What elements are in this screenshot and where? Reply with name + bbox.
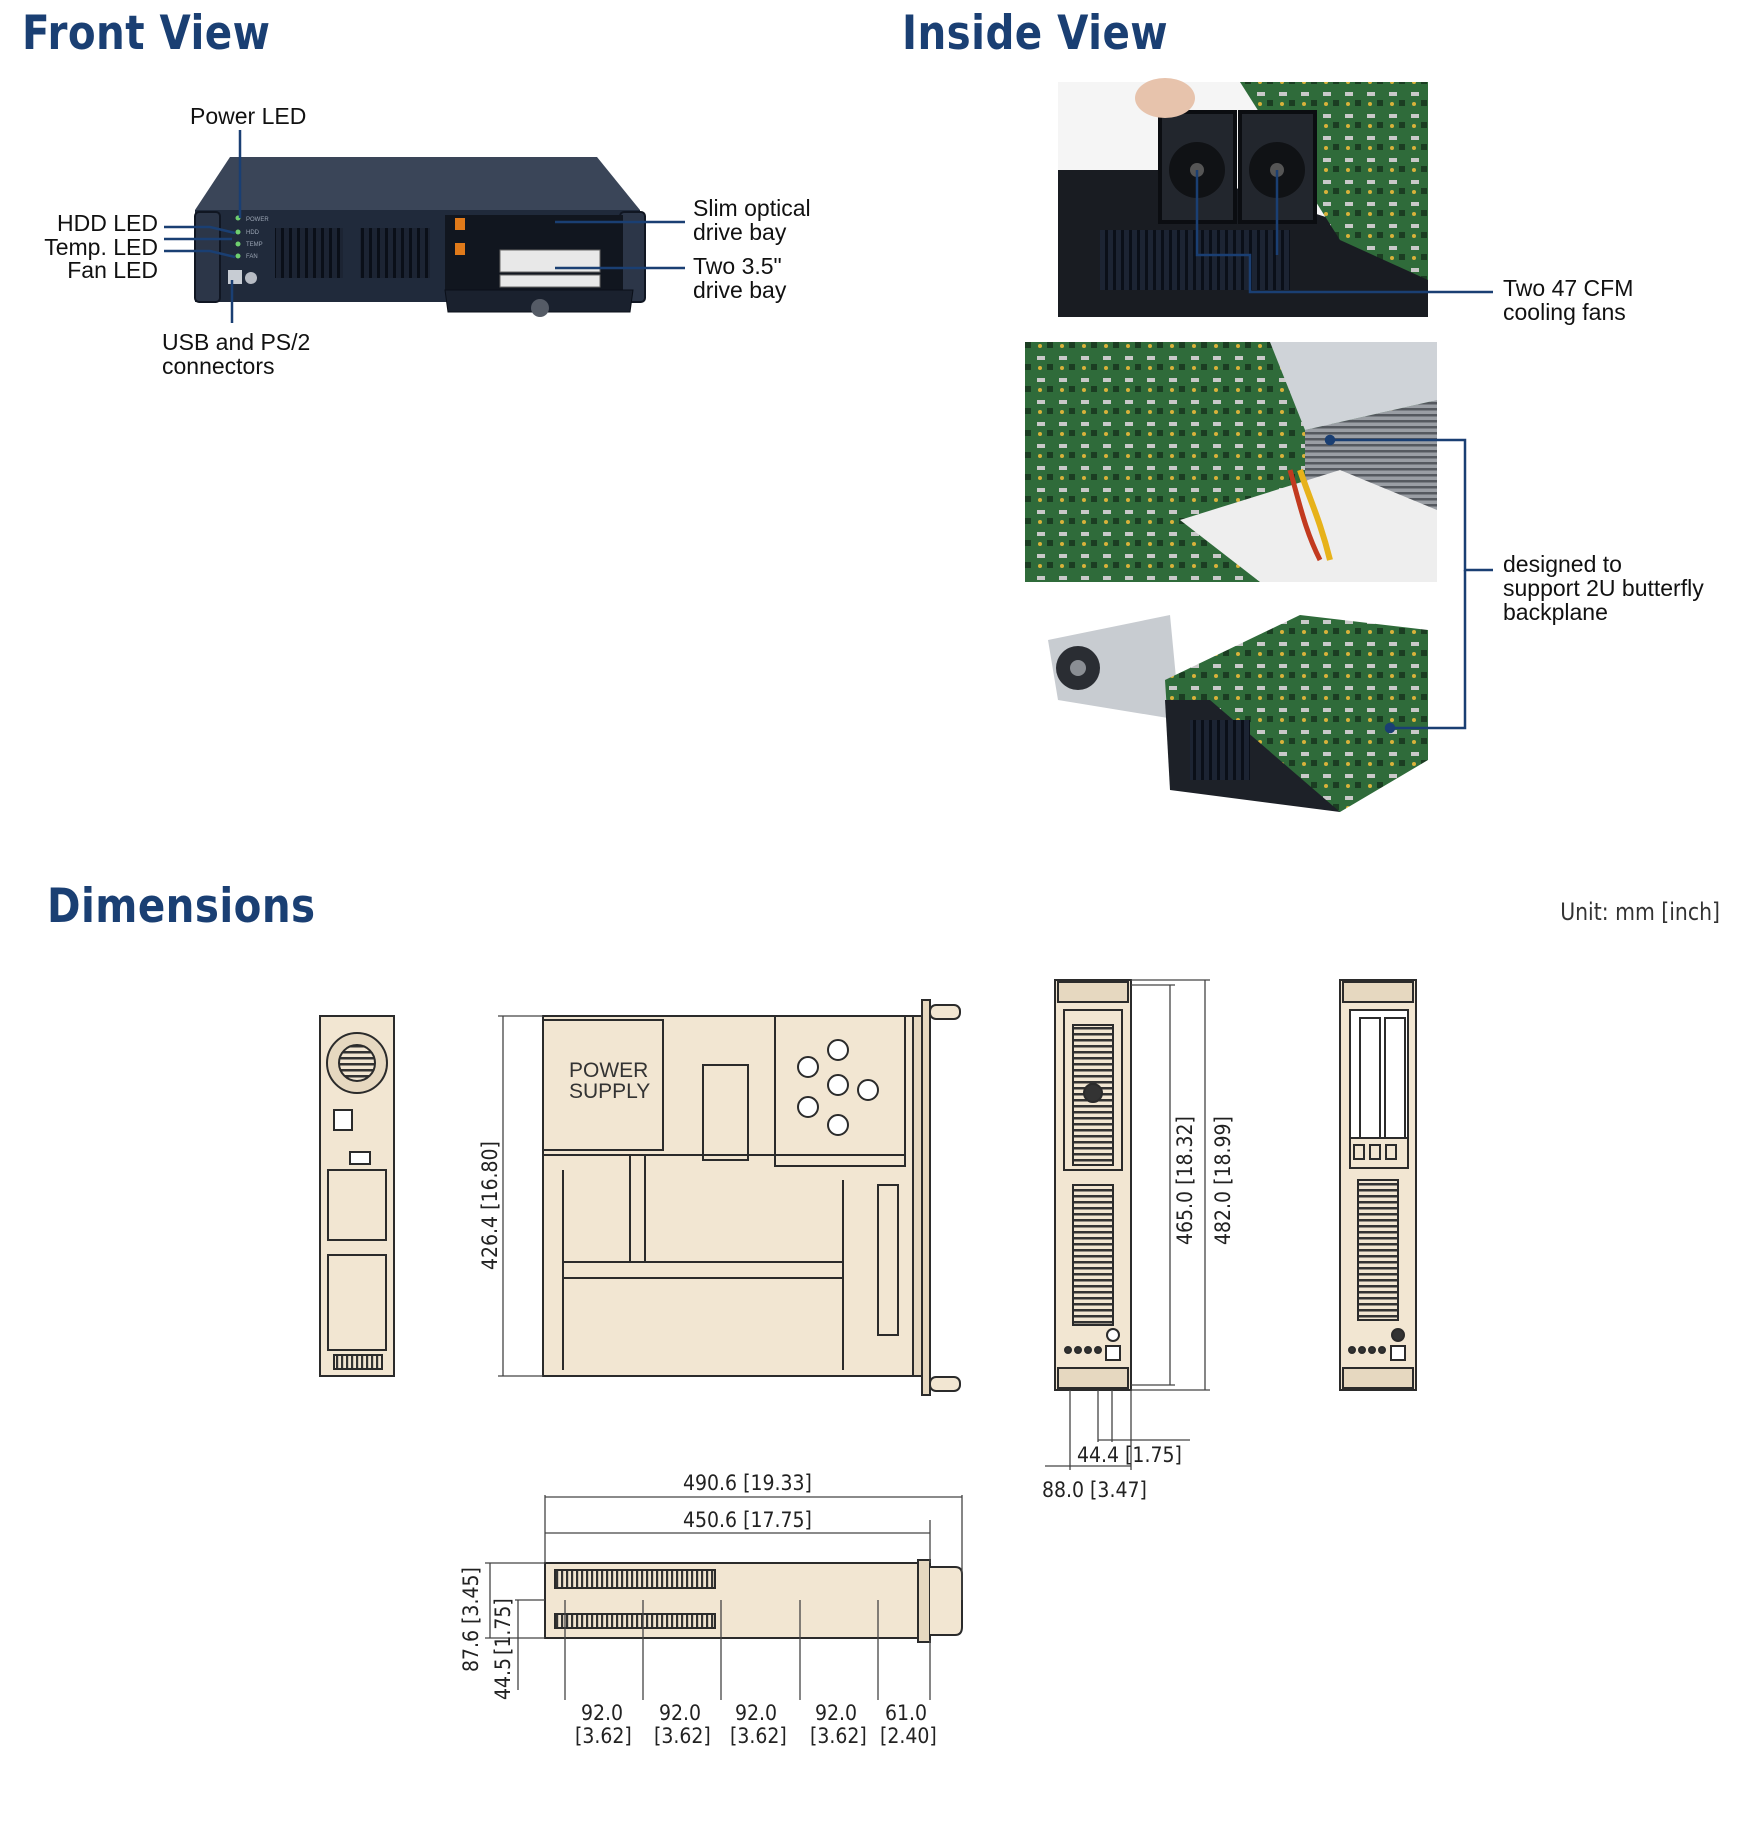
drawing-rear-view	[319, 1015, 395, 1377]
drawing-front-view	[1054, 979, 1132, 1391]
inside-view-heading: Inside View	[902, 6, 1169, 61]
drawing-front-view-door-open	[1339, 979, 1417, 1391]
callout-backplane-line3: backplane	[1503, 599, 1608, 625]
callout-two-35-line2: drive bay	[693, 277, 787, 303]
dim-height-87-6: 87.6 [3.45]	[459, 1567, 483, 1672]
dim-length-490: 490.6 [19.33]	[683, 1471, 812, 1495]
callout-power-led: Power LED	[190, 103, 307, 129]
power-supply-label-1: POWER	[569, 1059, 648, 1082]
dim-spacing-in-4: [3.62]	[810, 1724, 867, 1748]
callout-usb-ps2-line1: USB and PS/2	[162, 329, 311, 355]
dim-spacing-in-5: [2.40]	[880, 1724, 937, 1748]
callout-two-35-line1: Two 3.5"	[693, 253, 782, 279]
dim-spacing-3: 92.0	[735, 1701, 777, 1725]
panel-label-power: POWER	[246, 217, 269, 223]
dimension-lines	[485, 979, 1210, 1700]
callout-usb-ps2-line2: connectors	[162, 353, 275, 379]
dim-width-88-0: 88.0 [3.47]	[1042, 1478, 1147, 1502]
inside-photo-backplane	[1025, 342, 1437, 582]
callout-cooling-fans-line1: Two 47 CFM	[1503, 275, 1634, 301]
power-supply-label-2: SUPPLY	[569, 1080, 650, 1103]
dim-height-482: 482.0 [18.99]	[1211, 1116, 1235, 1245]
callout-slim-optical: Slim optical drive bay	[693, 196, 811, 244]
callout-fan-led: Fan LED	[67, 257, 158, 283]
callout-slim-optical-line1: Slim optical	[693, 195, 811, 221]
dim-height-465: 465.0 [18.32]	[1173, 1116, 1197, 1245]
panel-label-temp: TEMP	[246, 242, 263, 248]
callout-hdd-led: HDD LED	[57, 210, 158, 236]
callout-backplane-line2: support 2U butterfly	[1503, 575, 1704, 601]
dim-spacing-in-2: [3.62]	[654, 1724, 711, 1748]
front-panel-led-labels: POWER HDD TEMP FAN	[246, 217, 269, 260]
inside-leader-lines	[1195, 170, 1493, 734]
panel-label-hdd: HDD	[246, 230, 260, 236]
panel-label-fan: FAN	[246, 254, 258, 260]
front-leader-lines	[164, 130, 685, 323]
dim-height-1-75: [1.75]	[491, 1598, 515, 1655]
callout-backplane-line1: designed to	[1503, 551, 1622, 577]
callout-cooling-fans-line2: cooling fans	[1503, 299, 1626, 325]
dim-depth: 426.4 [16.80]	[478, 1141, 502, 1270]
dim-spacing-2: 92.0	[659, 1701, 701, 1725]
callout-cooling-fans: Two 47 CFM cooling fans	[1503, 276, 1633, 324]
dim-height-44-5: 44.5	[491, 1658, 515, 1700]
callout-usb-ps2: USB and PS/2 connectors	[162, 330, 310, 378]
dim-spacing-labels: 92.0 92.0 92.0 92.0 61.0 [3.62] [3.62] […	[575, 1701, 937, 1748]
dim-length-450: 450.6 [17.75]	[683, 1508, 812, 1532]
unit-note: Unit: mm [inch]	[1560, 898, 1720, 926]
drawing-side-view	[544, 1559, 963, 1643]
dimensions-heading: Dimensions	[47, 879, 316, 934]
dim-spacing-in-3: [3.62]	[730, 1724, 787, 1748]
drawing-top-view	[542, 999, 961, 1396]
dim-spacing-5: 61.0	[885, 1701, 927, 1725]
callout-slim-optical-line2: drive bay	[693, 219, 787, 245]
inside-photo-fans	[1058, 78, 1428, 317]
dim-spacing-in-1: [3.62]	[575, 1724, 632, 1748]
dim-spacing-1: 92.0	[581, 1701, 623, 1725]
front-view-heading: Front View	[22, 6, 271, 61]
callout-backplane: designed to support 2U butterfly backpla…	[1503, 552, 1704, 624]
front-chassis-photo	[194, 157, 646, 317]
dim-spacing-4: 92.0	[815, 1701, 857, 1725]
callout-temp-led: Temp. LED	[44, 234, 158, 260]
dim-width-44-4: 44.4 [1.75]	[1077, 1443, 1182, 1467]
inside-photo-chassis	[1048, 612, 1428, 822]
callout-two-35: Two 3.5" drive bay	[693, 254, 786, 302]
